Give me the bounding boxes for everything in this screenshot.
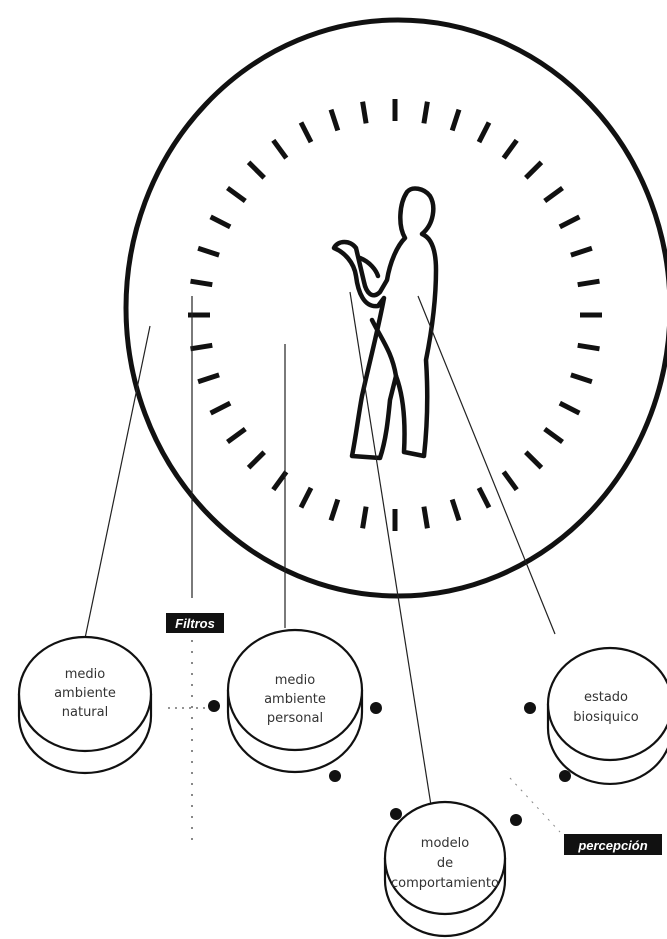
filtros-label: Filtros bbox=[166, 613, 224, 633]
filter-dash bbox=[424, 102, 428, 124]
filter-dash bbox=[331, 500, 338, 521]
filter-dash bbox=[571, 375, 592, 382]
disc-label-line: natural bbox=[62, 705, 108, 720]
disc-label-line: ambiente bbox=[264, 692, 326, 707]
disc-label-line: modelo bbox=[421, 836, 469, 851]
disc-label-line: medio bbox=[275, 673, 316, 688]
connection-dot bbox=[390, 808, 402, 820]
filter-dash bbox=[526, 452, 542, 468]
filtros-text: Filtros bbox=[175, 616, 215, 631]
filter-dash bbox=[301, 123, 311, 143]
filter-dash bbox=[479, 488, 489, 508]
disc-label-line: personal bbox=[267, 711, 323, 726]
filter-dash bbox=[363, 102, 367, 124]
connection-dot bbox=[208, 700, 220, 712]
connection-dot bbox=[329, 770, 341, 782]
connection-dot bbox=[559, 770, 571, 782]
filter-dash bbox=[504, 140, 517, 158]
filter-dash bbox=[191, 345, 213, 349]
filter-dash bbox=[504, 472, 517, 490]
disc-estado-biosiquico: estado biosiquico bbox=[548, 648, 667, 784]
disc-medio-ambiente-natural: medio ambiente natural bbox=[19, 637, 151, 773]
filter-dash bbox=[273, 472, 286, 490]
disc-label-line: biosiquico bbox=[573, 710, 638, 725]
filter-dash bbox=[273, 140, 286, 158]
filter-dash bbox=[228, 188, 246, 201]
connector-comportamiento bbox=[350, 292, 433, 818]
filter-dash bbox=[545, 188, 563, 201]
filter-dash bbox=[560, 403, 580, 413]
percepcion-text: percepción bbox=[577, 838, 647, 853]
filter-dash bbox=[424, 507, 428, 529]
percepcion-label: percepción bbox=[564, 834, 662, 855]
filter-dash bbox=[452, 110, 459, 131]
disc-label-line: medio bbox=[65, 667, 106, 682]
filter-dash bbox=[578, 345, 600, 349]
disc-top bbox=[228, 630, 362, 750]
connector-biosiquico bbox=[418, 296, 555, 634]
connection-dot bbox=[524, 702, 536, 714]
connection-dot bbox=[510, 814, 522, 826]
filter-dash bbox=[526, 162, 542, 178]
filter-dash bbox=[249, 452, 265, 468]
filter-dash bbox=[571, 248, 592, 255]
connection-dot bbox=[370, 702, 382, 714]
filter-dash bbox=[301, 488, 311, 508]
filter-dash bbox=[211, 217, 231, 227]
disc-label-line: ambiente bbox=[54, 686, 116, 701]
filter-dash bbox=[198, 248, 219, 255]
filter-dash bbox=[578, 281, 600, 285]
filter-dash bbox=[452, 500, 459, 521]
filter-dash bbox=[479, 123, 489, 143]
filter-dash bbox=[198, 375, 219, 382]
human-figure-icon bbox=[334, 189, 436, 458]
disc-label-line: comportamiento bbox=[391, 876, 499, 891]
filter-dash bbox=[331, 110, 338, 131]
disc-label-line: estado bbox=[584, 690, 628, 705]
filter-dash bbox=[228, 429, 246, 442]
filter-dash bbox=[545, 429, 563, 442]
filter-dash bbox=[249, 162, 265, 178]
filter-dash bbox=[560, 217, 580, 227]
filter-dash bbox=[191, 281, 213, 285]
disc-label-line: de bbox=[437, 856, 453, 871]
disc-medio-ambiente-personal: medio ambiente personal bbox=[228, 630, 362, 772]
filter-dash-ring bbox=[188, 99, 602, 531]
filter-dash bbox=[211, 403, 231, 413]
filter-dash bbox=[363, 507, 367, 529]
disc-modelo-de-comportamiento: modelo de comportamiento bbox=[385, 802, 505, 936]
connector-natural bbox=[83, 326, 150, 648]
